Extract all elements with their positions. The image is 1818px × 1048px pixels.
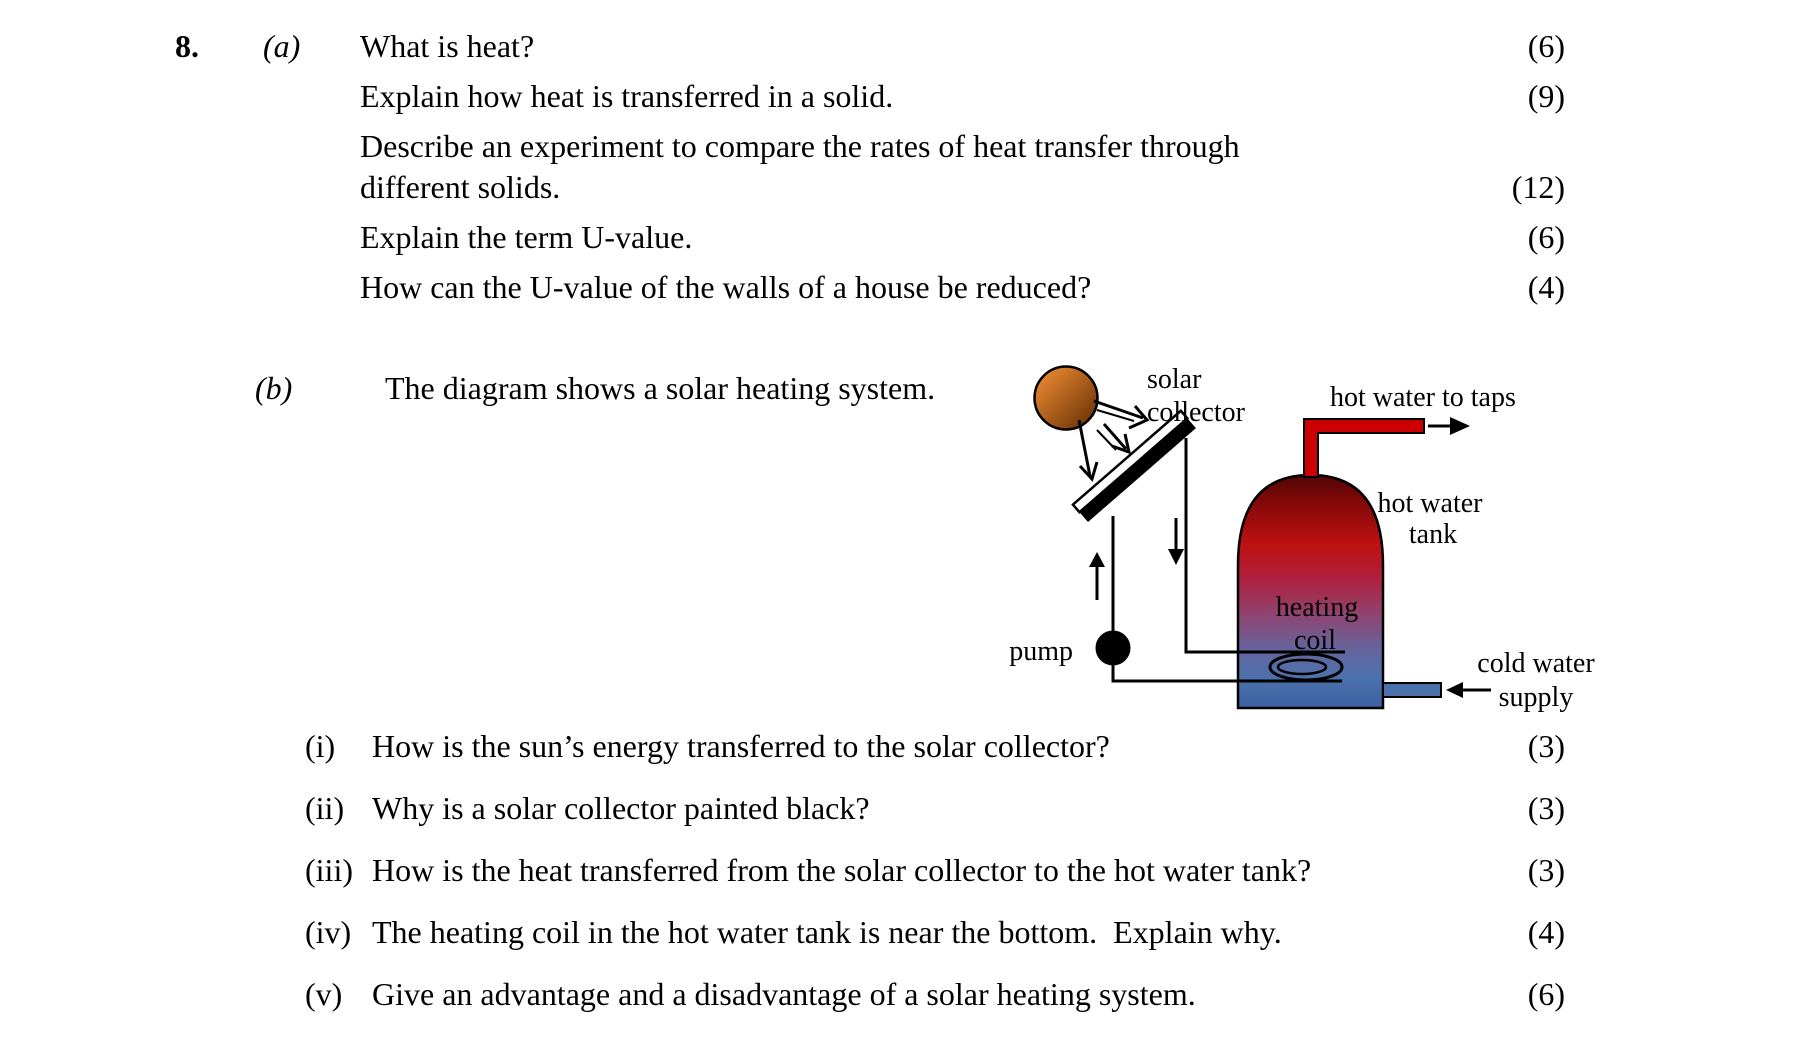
subquestion-number: (i) bbox=[305, 728, 336, 764]
question-row: (iii) How is the heat transferred from t… bbox=[305, 850, 1565, 891]
marks-label: (6) bbox=[1527, 976, 1565, 1012]
subquestion-number: (v) bbox=[305, 976, 343, 1012]
hot-water-tank-label-line1: hot water bbox=[1378, 488, 1484, 519]
marks-label: (6) bbox=[1527, 28, 1565, 64]
question-text: How is the heat transferred from the sol… bbox=[372, 852, 1312, 888]
hot-water-arrow-head bbox=[1450, 417, 1470, 435]
part-b-intro: The diagram shows a solar heating system… bbox=[385, 370, 936, 406]
question-text: The heating coil in the hot water tank i… bbox=[372, 914, 1282, 950]
solar-collector-panel bbox=[1071, 409, 1196, 522]
question-row: Explain how heat is transferred in a sol… bbox=[360, 76, 1565, 117]
sun bbox=[1033, 365, 1099, 431]
right-pipe bbox=[1184, 438, 1345, 654]
marks-label: (4) bbox=[1527, 914, 1565, 950]
heating-coil-label-line2: coil bbox=[1294, 625, 1336, 656]
question-text: Give an advantage and a disadvantage of … bbox=[372, 976, 1196, 1012]
part-b-questions: (i) How is the sun’s energy transferred … bbox=[305, 726, 1565, 1036]
hot-water-to-taps-label: hot water to taps bbox=[1330, 382, 1516, 413]
cold-water-pipe bbox=[1382, 682, 1442, 698]
question-text: How can the U-value of the walls of a ho… bbox=[360, 269, 1092, 305]
flow-down-arrow-head bbox=[1168, 549, 1184, 565]
heating-coil-label-line1: heating bbox=[1276, 592, 1358, 623]
question-row: How can the U-value of the walls of a ho… bbox=[360, 267, 1565, 308]
cold-water-arrow-head bbox=[1446, 682, 1463, 698]
question-text: Explain how heat is transferred in a sol… bbox=[360, 78, 894, 114]
pump bbox=[1095, 630, 1131, 666]
question-text: Explain the term U-value. bbox=[360, 219, 693, 255]
question-text: Describe an experiment to compare the ra… bbox=[360, 126, 1380, 208]
question-row: (iv) The heating coil in the hot water t… bbox=[305, 912, 1565, 953]
marks-label: (6) bbox=[1527, 219, 1565, 255]
solar-collector-label-line1: solar bbox=[1147, 364, 1202, 395]
heating-coil bbox=[1268, 652, 1344, 682]
question-row: Explain the term U-value. (6) bbox=[360, 217, 1565, 258]
solar-heating-diagram: solar collector hot water to taps hot wa… bbox=[1009, 364, 1595, 713]
hot-water-pipe bbox=[1303, 418, 1425, 478]
marks-label: (3) bbox=[1527, 728, 1565, 764]
sun-rays bbox=[1077, 399, 1150, 482]
hot-water-tank-label-line2: tank bbox=[1409, 519, 1457, 550]
question-number: 8. bbox=[175, 28, 199, 64]
subquestion-number: (iv) bbox=[305, 914, 352, 950]
solar-collector-label-line2: collector bbox=[1147, 397, 1246, 428]
question-row: (i) How is the sun’s energy transferred … bbox=[305, 726, 1565, 767]
marks-label: (12) bbox=[1511, 169, 1565, 205]
question-text-line: different solids. bbox=[360, 169, 561, 205]
marks-label: (9) bbox=[1527, 78, 1565, 114]
question-text: How is the sun’s energy transferred to t… bbox=[372, 728, 1110, 764]
marks-label: (3) bbox=[1527, 790, 1565, 826]
marks-label: (4) bbox=[1527, 269, 1565, 305]
part-a-label: (a) bbox=[263, 28, 301, 64]
subquestion-number: (ii) bbox=[305, 790, 345, 826]
part-a-questions: What is heat? (6) Explain how heat is tr… bbox=[360, 26, 1565, 317]
pump-to-coil-pipe bbox=[1111, 664, 1342, 683]
question-row: (ii) Why is a solar collector painted bl… bbox=[305, 788, 1565, 829]
subquestion-number: (iii) bbox=[305, 852, 353, 888]
cold-water-supply-label-line2: supply bbox=[1499, 682, 1574, 713]
question-text: What is heat? bbox=[360, 28, 535, 64]
heating-coil-inner bbox=[1276, 658, 1328, 676]
question-row: What is heat? (6) bbox=[360, 26, 1565, 67]
pump-label: pump bbox=[1009, 636, 1073, 667]
question-row: Describe an experiment to compare the ra… bbox=[360, 126, 1565, 208]
question-text: Why is a solar collector painted black? bbox=[372, 790, 870, 826]
cold-water-supply-label-line1: cold water bbox=[1477, 648, 1595, 679]
question-row: (v) Give an advantage and a disadvantage… bbox=[305, 974, 1565, 1015]
marks-label: (3) bbox=[1527, 852, 1565, 888]
part-b-label: (b) bbox=[255, 370, 293, 406]
flow-up-arrow-head bbox=[1089, 552, 1105, 567]
question-text-line: Describe an experiment to compare the ra… bbox=[360, 128, 1240, 164]
